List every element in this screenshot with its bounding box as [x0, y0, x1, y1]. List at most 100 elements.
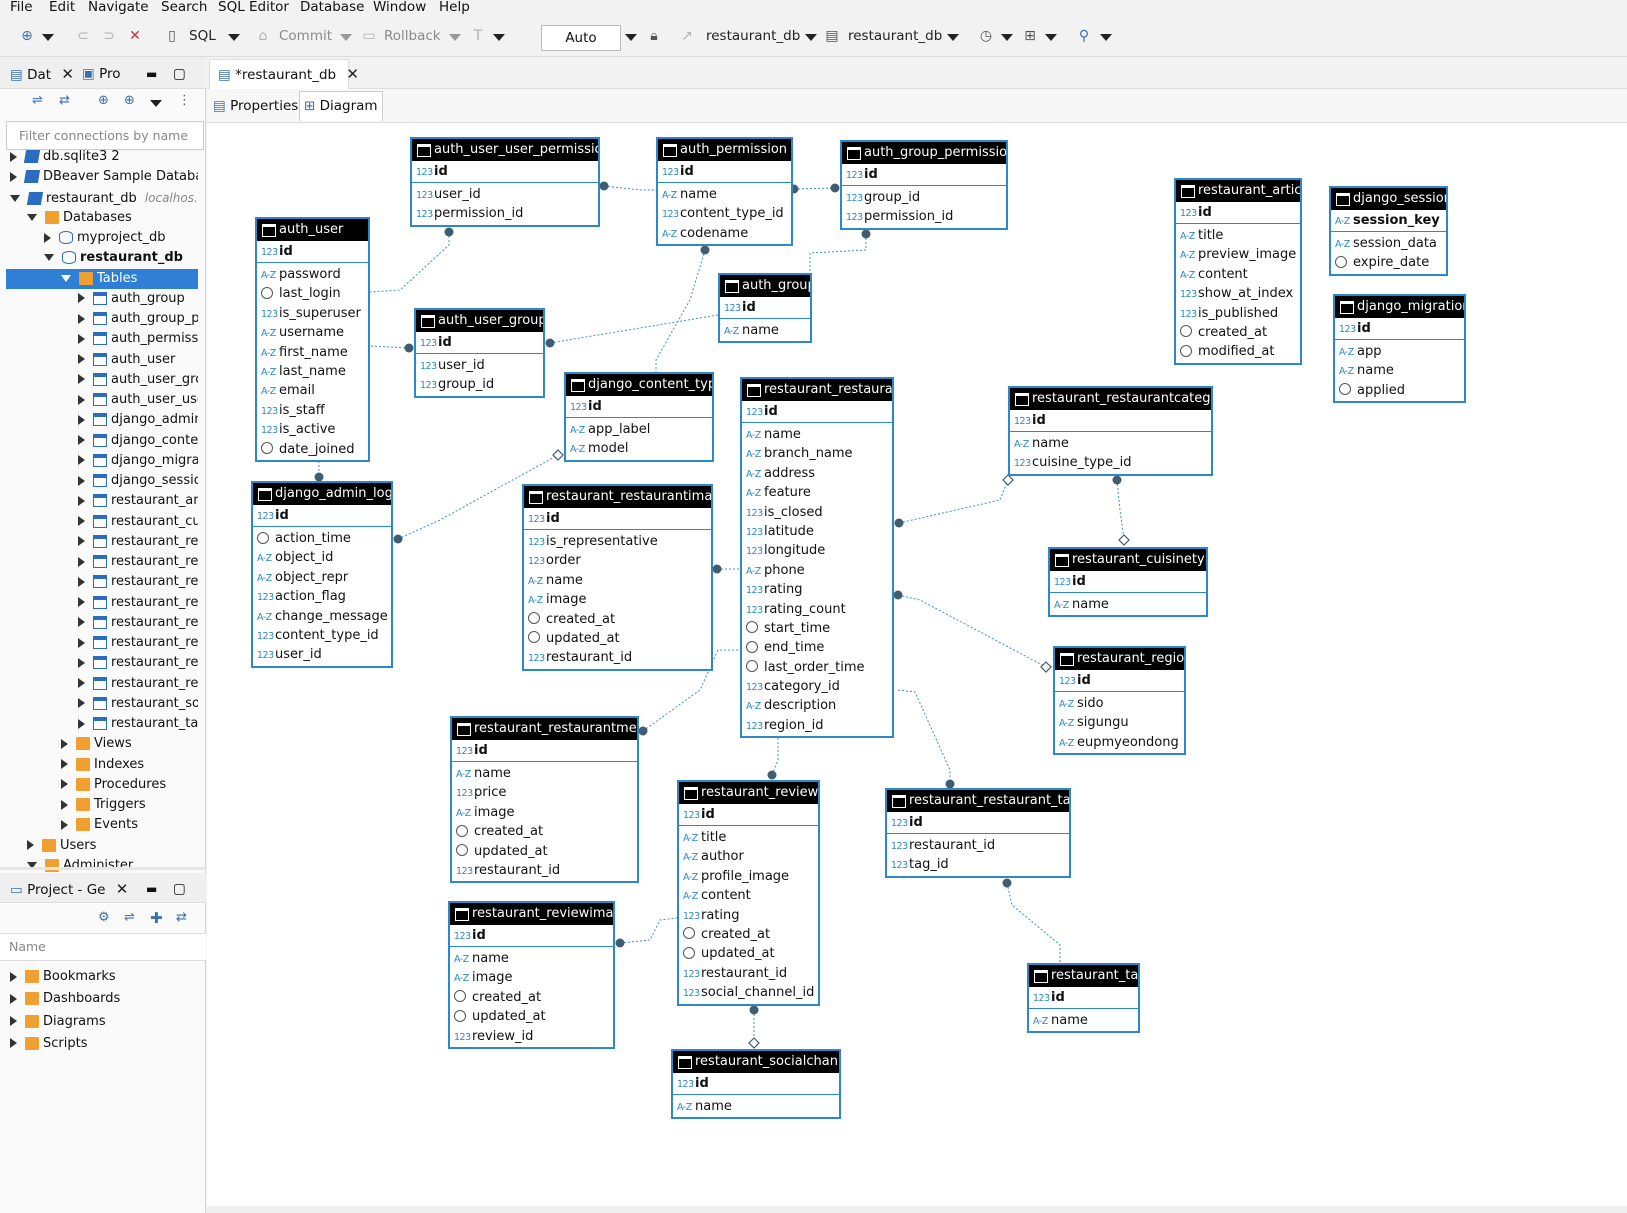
- primary-key-column[interactable]: 123id: [1335, 318, 1464, 340]
- collapsed-arrow-icon[interactable]: [61, 799, 68, 810]
- tree-item-restaurant-rest[interactable]: restaurant_rest: [6, 572, 198, 592]
- primary-key-column[interactable]: 123id: [673, 1073, 839, 1095]
- tab-restaurant-db[interactable]: ▤ *restaurant_db ✕: [209, 59, 359, 89]
- project-item-diagrams[interactable]: Diagrams: [6, 1012, 198, 1032]
- collapsed-arrow-icon[interactable]: [78, 313, 85, 324]
- panel-splitter[interactable]: [0, 867, 206, 870]
- column-row[interactable]: 123region_id: [742, 716, 892, 735]
- entity-restaurant-article[interactable]: restaurant_article123idA-ZtitleA-Zprevie…: [1174, 178, 1302, 365]
- column-row[interactable]: 123price: [452, 783, 637, 802]
- nav-menu-dropdown-icon[interactable]: [150, 100, 162, 107]
- column-row[interactable]: last_order_time: [742, 658, 892, 677]
- tree-item-django-session[interactable]: django_session: [6, 471, 198, 491]
- column-row[interactable]: 123rating: [679, 906, 818, 925]
- column-row[interactable]: 123latitude: [742, 522, 892, 541]
- tree-item-auth-user[interactable]: auth_user: [6, 350, 198, 370]
- tree-item-restaurant-soc[interactable]: restaurant_soc: [6, 694, 198, 714]
- tree-item-auth-permissio[interactable]: auth_permissio: [6, 329, 198, 349]
- settings-icon[interactable]: ⚙: [98, 910, 110, 925]
- tree-item-restaurant-reg[interactable]: restaurant_reg: [6, 532, 198, 552]
- collapsed-arrow-icon[interactable]: [78, 597, 85, 607]
- column-row[interactable]: 123is_published: [1176, 304, 1300, 323]
- primary-key-column[interactable]: 123id: [720, 297, 810, 319]
- tree-item-myproject-db[interactable]: myproject_db: [6, 228, 198, 248]
- active-schema-selector[interactable]: restaurant_db: [848, 28, 943, 44]
- column-row[interactable]: 123rating: [742, 580, 892, 599]
- collapsed-arrow-icon[interactable]: [78, 718, 85, 729]
- collapsed-arrow-icon[interactable]: [78, 617, 85, 628]
- project-item-dashboards[interactable]: Dashboards: [6, 989, 198, 1009]
- view-menu-icon[interactable]: ⋮: [178, 93, 191, 108]
- column-row[interactable]: 123rating_count: [742, 600, 892, 619]
- tree-item-restaurant-rest[interactable]: restaurant_rest: [6, 552, 198, 572]
- menu-help[interactable]: Help: [439, 0, 470, 15]
- minimize-icon[interactable]: ▬: [146, 882, 158, 896]
- commit-dropdown-icon[interactable]: [340, 34, 352, 41]
- dashboard-dropdown-icon[interactable]: [1001, 34, 1013, 41]
- column-row[interactable]: 123order: [524, 551, 711, 570]
- sql-button[interactable]: SQL: [189, 28, 216, 44]
- primary-key-column[interactable]: 123id: [524, 508, 711, 530]
- menu-file[interactable]: File: [10, 0, 33, 15]
- collapsed-arrow-icon[interactable]: [61, 738, 68, 749]
- tree-item-databases[interactable]: Databases: [6, 208, 198, 228]
- search-dropdown-icon[interactable]: [1100, 34, 1112, 41]
- column-row[interactable]: action_time: [253, 529, 391, 548]
- foreign-key-line[interactable]: [603, 185, 656, 191]
- foreign-key-line[interactable]: [771, 738, 779, 776]
- primary-key-column[interactable]: 123id: [253, 505, 391, 527]
- primary-key-column[interactable]: 123id: [679, 804, 818, 826]
- tree-item-restaurant-rest[interactable]: restaurant_rest: [6, 593, 198, 613]
- dashboard-icon[interactable]: ◷: [979, 28, 993, 44]
- tree-item-auth-group-pe[interactable]: auth_group_pe: [6, 309, 198, 329]
- column-row[interactable]: 123social_channel_id: [679, 983, 818, 1002]
- primary-key-column[interactable]: 123id: [257, 241, 368, 263]
- tree-item-restaurant-revi[interactable]: restaurant_revi: [6, 674, 198, 694]
- search-icon[interactable]: ⚲: [1078, 28, 1090, 44]
- add-icon[interactable]: ✚: [150, 909, 163, 927]
- tree-item-restaurant-db[interactable]: restaurant_db: [6, 248, 198, 268]
- column-row[interactable]: applied: [1335, 381, 1464, 400]
- column-row[interactable]: 123group_id: [416, 375, 543, 394]
- foreign-key-line[interactable]: [1116, 479, 1125, 541]
- collapsed-arrow-icon[interactable]: [78, 455, 85, 466]
- foreign-key-line[interactable]: [619, 917, 678, 944]
- expanded-arrow-icon[interactable]: [10, 194, 20, 202]
- tree-item-indexes[interactable]: Indexes: [6, 755, 198, 775]
- menu-sql-editor[interactable]: SQL Editor: [218, 0, 289, 15]
- collapsed-arrow-icon[interactable]: [10, 171, 17, 182]
- entity-auth-group-permissions[interactable]: auth_group_permissions123id123group_id12…: [840, 140, 1008, 230]
- tree-item-dbeaver-sample-database[interactable]: DBeaver Sample Database: [6, 167, 198, 187]
- tree-item-restaurant-cuis[interactable]: restaurant_cuis: [6, 512, 198, 532]
- sql-dropdown-icon[interactable]: [228, 34, 240, 41]
- column-row[interactable]: 123category_id: [742, 677, 892, 696]
- invalidate-icon[interactable]: ⊃: [103, 28, 115, 44]
- column-row[interactable]: modified_at: [1176, 342, 1300, 361]
- collapsed-arrow-icon[interactable]: [10, 151, 17, 162]
- minimize-icon[interactable]: ▬: [146, 67, 158, 81]
- foreign-key-line[interactable]: [369, 232, 450, 293]
- column-row[interactable]: 123is_active: [257, 420, 368, 439]
- column-row[interactable]: 123user_id: [416, 356, 543, 375]
- filter-connections-input[interactable]: Filter connections by name: [6, 121, 204, 150]
- tree-item-django-admin-[interactable]: django_admin_: [6, 410, 198, 430]
